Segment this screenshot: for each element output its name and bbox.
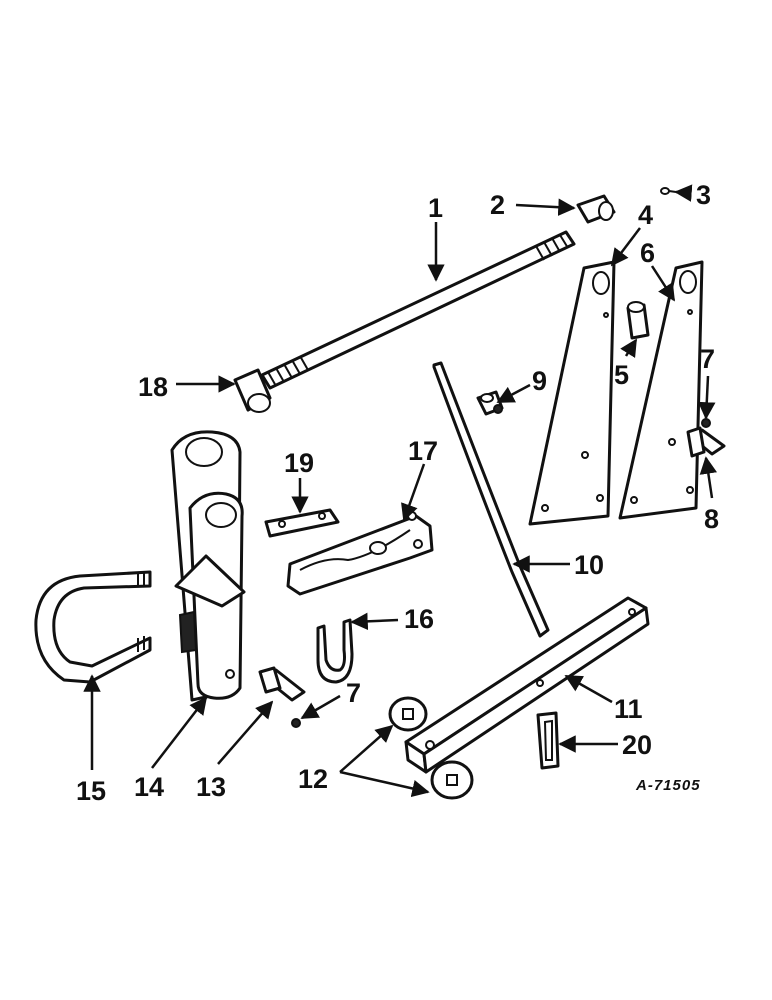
callout-20: 20 xyxy=(622,730,652,760)
u-bolt-large-part xyxy=(34,570,152,684)
callout-2: 2 xyxy=(490,190,505,220)
callout-9: 9 xyxy=(532,366,547,396)
callout-11: 11 xyxy=(614,694,643,724)
small-plate-part xyxy=(264,508,340,538)
lock-washer-lower-part xyxy=(291,718,301,728)
callout-6: 6 xyxy=(640,238,655,268)
callout-15: 15 xyxy=(76,776,106,806)
leader-lines xyxy=(83,184,717,798)
lock-washer-upper-part xyxy=(701,418,711,428)
bolt-part xyxy=(686,426,726,458)
flat-plate-right-part xyxy=(618,260,704,520)
flat-key-part xyxy=(536,711,560,770)
callout-14: 14 xyxy=(134,772,164,802)
callout-12: 12 xyxy=(298,764,328,794)
threaded-rod-part xyxy=(260,230,576,390)
cylinder-nut-part xyxy=(233,368,272,413)
reference-code: A-71505 xyxy=(635,777,701,794)
callout-1: 1 xyxy=(428,193,443,223)
callout-17: 17 xyxy=(408,436,438,466)
coupling-nut-part xyxy=(576,194,616,224)
bracket-assembly-part xyxy=(170,430,246,702)
callout-10: 10 xyxy=(574,550,604,580)
callout-18: 18 xyxy=(138,372,168,402)
flat-plate-left-part xyxy=(528,260,616,526)
u-bolt-small-part xyxy=(316,618,354,684)
callout-19: 19 xyxy=(284,448,314,478)
clamp-part xyxy=(476,390,504,416)
washers-part xyxy=(388,696,474,800)
callout-16: 16 xyxy=(404,604,434,634)
callout-labels: 1 2 3 4 5 6 7 8 9 10 11 12 13 14 15 16 1… xyxy=(76,180,719,806)
pin-part xyxy=(626,301,650,340)
callout-3: 3 xyxy=(696,180,711,210)
callout-7-upper: 7 xyxy=(700,344,715,374)
callout-5: 5 xyxy=(614,360,629,390)
callout-8: 8 xyxy=(704,504,719,534)
callout-13: 13 xyxy=(196,772,226,802)
callout-4: 4 xyxy=(638,200,653,230)
hex-bolt-part xyxy=(258,666,306,702)
cotter-pin-part xyxy=(660,187,677,195)
square-bar-part xyxy=(404,596,650,774)
callout-7-lower: 7 xyxy=(346,678,361,708)
